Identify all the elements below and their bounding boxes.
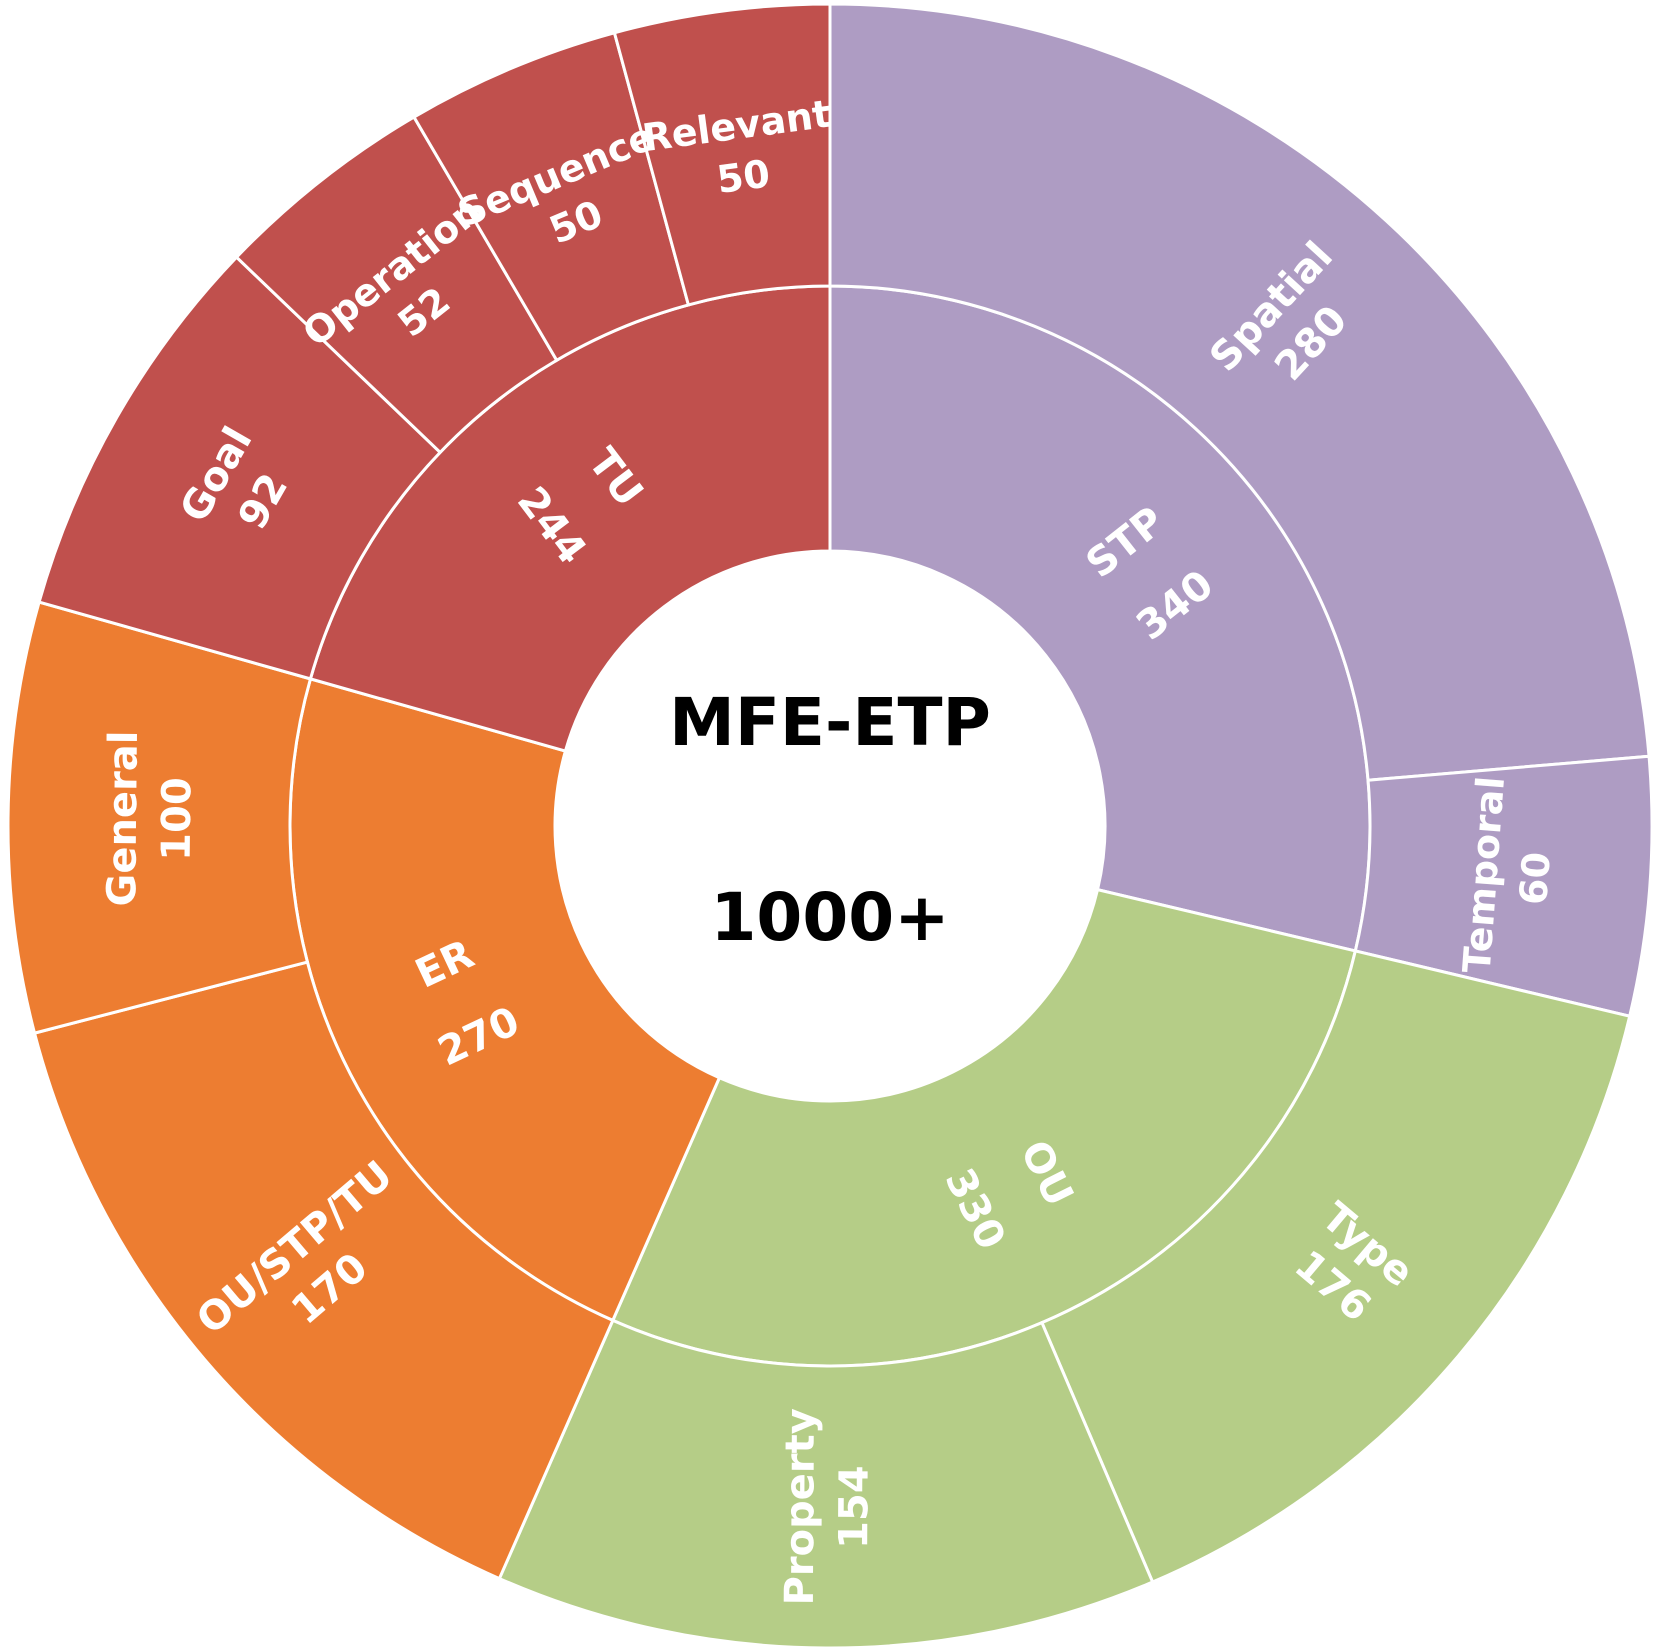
label-name: General [99, 730, 147, 906]
label-value: 100 [154, 777, 201, 861]
label-value: 50 [714, 151, 772, 202]
segment-relevant [612, 2, 832, 307]
segment-ou-stp-tu [32, 960, 615, 1581]
label-name: Property [777, 1408, 824, 1605]
segment-type [1039, 949, 1632, 1585]
label-value: 154 [831, 1465, 877, 1549]
label-value: 60 [1511, 850, 1559, 906]
center-total: 1000+ [711, 879, 950, 956]
chart-center: MFE-ETP 1000+ [669, 684, 991, 956]
chart-segments [6, 2, 1654, 1650]
segment-spatial [828, 2, 1651, 782]
center-title: MFE-ETP [669, 684, 991, 761]
segment-property [497, 1318, 1155, 1650]
